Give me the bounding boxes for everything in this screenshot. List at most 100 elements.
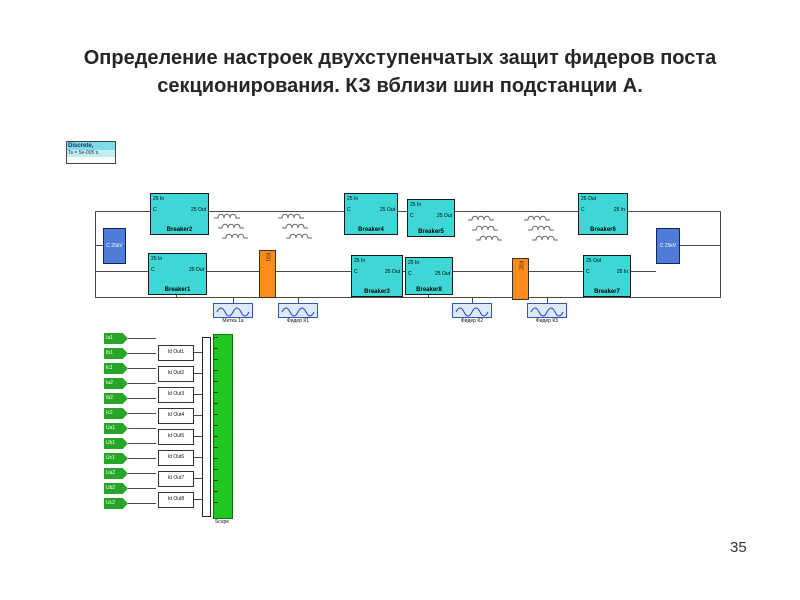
port-label-out: 25 Out — [190, 207, 206, 213]
signal-block: Id Out2 — [158, 366, 194, 382]
port-label-in: 25 In — [347, 196, 359, 202]
measurement-block — [452, 303, 492, 318]
slide-title-line2: секционирования. КЗ вблизи шин подстанци… — [157, 75, 643, 97]
port-label-out: 25 In — [613, 207, 625, 213]
wire-stub — [95, 245, 103, 246]
wire-stub — [128, 353, 156, 354]
port-label-in: 25 In — [153, 196, 165, 202]
port-label-c: C — [151, 267, 155, 273]
wire-stub — [128, 413, 156, 414]
block-name: Breaker3 — [364, 289, 390, 295]
wire-stub — [192, 499, 202, 500]
block-name: Breaker2 — [166, 227, 193, 233]
mux-block — [202, 337, 211, 517]
source-left-label: C 25kV — [106, 243, 123, 249]
fault-block: КЗ1 — [259, 250, 276, 298]
from-tag-label: Ua2 — [106, 470, 116, 476]
source-block-right: C 25kV — [656, 228, 680, 264]
from-tag: Ia2 — [104, 378, 128, 389]
wire-stub — [128, 473, 156, 474]
port-label-c: C — [347, 207, 351, 213]
wire-stub — [678, 245, 720, 246]
fault-label: КЗ1 — [264, 253, 271, 262]
port-label-out: 25 Out — [379, 207, 395, 213]
port-label-in: 25 Out — [581, 196, 597, 202]
port-label-c: C — [354, 269, 358, 275]
from-tag-label: Ub2 — [106, 485, 116, 491]
sine-icon — [455, 307, 489, 317]
from-tag-label: Ib2 — [106, 395, 113, 401]
breaker-block: 25 In 25 Out C Breaker1 — [148, 253, 207, 295]
block-name: Breaker7 — [594, 289, 620, 295]
breaker-block: 25 In 25 Out C Breaker5 — [407, 199, 455, 237]
coil-icon — [468, 215, 502, 241]
slide-title: Определение настроек двухступенчатых защ… — [0, 44, 800, 100]
measurement-block — [278, 303, 318, 318]
wire-stub — [192, 436, 202, 437]
wire-stub — [192, 373, 202, 374]
line-section-block — [466, 212, 510, 255]
from-tag-label: Ia1 — [106, 335, 113, 341]
page-number: 35 — [730, 539, 747, 556]
slide-title-line1: Определение настроек двухступенчатых защ… — [83, 47, 717, 69]
line-section-block — [212, 210, 256, 253]
block-name: Breaker8 — [416, 287, 442, 293]
signal-block: Id Out5 — [158, 429, 194, 445]
coil-icon — [214, 213, 248, 239]
wire-stub — [128, 398, 156, 399]
powergui-mode-label: Discrete, — [67, 142, 115, 150]
line-section-block — [276, 210, 320, 253]
line-section-block — [522, 212, 566, 255]
from-tag-label: Uc1 — [106, 455, 115, 461]
from-tag: Ia1 — [104, 333, 128, 344]
wire-bottom-bus — [95, 297, 721, 298]
from-tag-label: Ua1 — [106, 425, 116, 431]
port-label-in: 25 In — [410, 202, 422, 208]
from-tag: Ic2 — [104, 408, 128, 419]
signal-block: Id Out7 — [158, 471, 194, 487]
block-name: Breaker6 — [590, 227, 616, 233]
wire-stub — [428, 293, 429, 297]
port-label-out: 25 Out — [384, 269, 400, 275]
signal-block: Id Out3 — [158, 387, 194, 403]
breaker-block: 25 In 25 Out C Breaker3 — [351, 255, 403, 297]
powergui-sample-time: Ts = 5e-005 s. — [67, 150, 115, 157]
port-label-in: 25 In — [354, 258, 366, 264]
wire-left-riser — [95, 211, 96, 298]
scope-display — [213, 334, 233, 519]
port-label-c: C — [586, 269, 590, 275]
coil-icon — [524, 215, 558, 241]
fault-label: КЗ2 — [517, 261, 524, 270]
wire-stub — [192, 478, 202, 479]
sine-icon — [281, 307, 315, 317]
port-label-in: 25 In — [408, 260, 420, 266]
signal-block: Id Out4 — [158, 408, 194, 424]
wire-stub — [128, 443, 156, 444]
breaker-block: 25 Out 25 In C Breaker6 — [578, 193, 628, 235]
sine-icon — [216, 307, 250, 317]
from-tag-label: Ia2 — [106, 380, 113, 386]
sine-icon — [530, 307, 564, 317]
port-label-in: 25 Out — [586, 258, 602, 264]
wire-right-riser — [720, 211, 721, 298]
from-tag: Ib2 — [104, 393, 128, 404]
wire-stub — [128, 368, 156, 369]
from-tag: Ua2 — [104, 468, 128, 479]
powergui-block: Discrete, Ts = 5e-005 s. — [66, 141, 116, 164]
from-tag: Ub2 — [104, 483, 128, 494]
port-label-out: 25 In — [616, 269, 628, 275]
source-right-label: C 25kV — [659, 243, 677, 249]
port-label-out: 25 Out — [436, 213, 452, 219]
wire-stub — [128, 488, 156, 489]
wire-stub — [547, 297, 548, 303]
coil-icon — [278, 213, 312, 239]
port-label-out: 25 Out — [434, 271, 450, 277]
measurement-label: Метка 1а — [222, 318, 244, 324]
from-tag-label: Ic2 — [106, 410, 113, 416]
port-label-c: C — [581, 207, 585, 213]
port-label-c: C — [408, 271, 412, 277]
measurement-block — [213, 303, 253, 318]
block-name: Breaker5 — [418, 229, 444, 235]
scope-input-ticks — [214, 337, 218, 509]
breaker-block: 25 In 25 Out C Breaker2 — [150, 193, 209, 235]
